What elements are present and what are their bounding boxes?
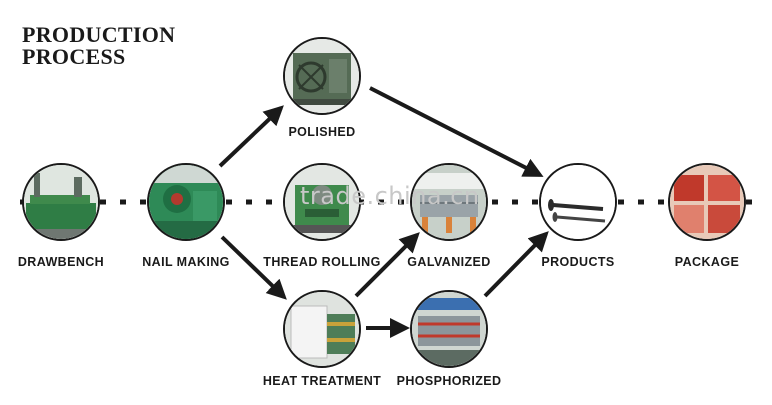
drawbench-label: DRAWBENCH	[17, 255, 105, 269]
title-line-2: PROCESS	[22, 44, 126, 69]
drawbench-machine-image	[24, 165, 98, 239]
packaged-cartons-image	[670, 165, 744, 239]
arrow-polished-to-products	[369, 86, 544, 177]
heat-treatment-label: HEAT TREATMENT	[262, 374, 382, 388]
nail-making-node	[147, 163, 225, 241]
heat-treatment-furnace-image	[285, 292, 359, 366]
polishing-drum-image	[285, 39, 359, 113]
nail-making-label: NAIL MAKING	[142, 255, 230, 269]
drawbench-node	[22, 163, 100, 241]
arrow-nail-making-to-heat-treatment	[220, 235, 287, 300]
galvanized-node	[410, 163, 488, 241]
arrow-heat-treatment-to-galvanized	[354, 232, 420, 298]
package-label: PACKAGE	[674, 255, 740, 269]
watermark-text: trade.china.cn	[300, 182, 480, 210]
screw-product-image	[541, 165, 615, 239]
arrow-nail-making-to-polished	[218, 105, 284, 168]
galvanized-label: GALVANIZED	[407, 255, 491, 269]
package-node	[668, 163, 746, 241]
thread-rolling-machine-image	[285, 165, 359, 239]
polished-node	[283, 37, 361, 115]
heat-treatment-node	[283, 290, 361, 368]
products-label: PRODUCTS	[541, 255, 615, 269]
products-node	[539, 163, 617, 241]
title-line-1: PRODUCTION	[22, 22, 176, 47]
nail-making-machine-image	[149, 165, 223, 239]
thread-rolling-node	[283, 163, 361, 241]
thread-rolling-label: THREAD ROLLING	[263, 255, 381, 269]
phosphorizing-line-image	[412, 292, 486, 366]
diagram-title: PRODUCTION PROCESS	[22, 24, 175, 68]
phosphorized-node	[410, 290, 488, 368]
polished-label: POLISHED	[288, 125, 356, 139]
arrow-phosphorized-to-products	[483, 231, 549, 298]
galvanizing-line-image	[412, 165, 486, 239]
phosphorized-label: PHOSPHORIZED	[396, 374, 502, 388]
